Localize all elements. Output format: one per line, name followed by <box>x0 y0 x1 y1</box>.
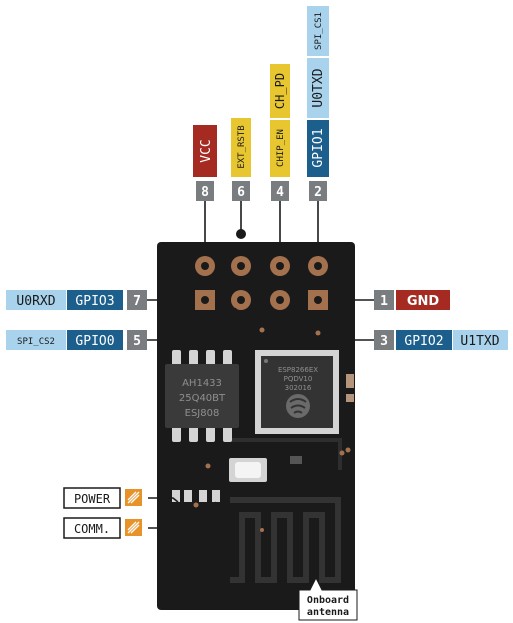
pin-5-label-gpio0: GPIO0 <box>75 334 114 349</box>
pin-2-label-u0txd: U0TXD <box>311 68 326 107</box>
pin-7-label-u0rxd: U0RXD <box>16 294 55 309</box>
flash-chip-line-1: AH1433 <box>182 378 222 389</box>
pin-4-label-ch-pd: CH_PD <box>273 73 287 109</box>
pin-number-1: 1 <box>380 294 388 309</box>
pin-number-5: 5 <box>133 334 141 349</box>
smd-capacitor-1 <box>346 374 354 388</box>
pin-7-label-gpio3: GPIO3 <box>75 294 114 309</box>
pin-5-label-spi-cs2: SPI_CS2 <box>17 337 55 347</box>
pin-4-label-chip-en: CHIP_EN <box>276 129 286 167</box>
pad-5 <box>231 290 251 310</box>
flash-chip-legs <box>172 350 232 442</box>
ext-rstb-dot <box>236 229 246 239</box>
flash-chip-line-2: 25Q40BT <box>179 393 226 404</box>
wifi-soc-chip: ESP8266EX PQDV10 302016 <box>255 350 339 434</box>
crystal <box>229 458 267 482</box>
vias <box>193 327 351 532</box>
pin-3-label-u1txd: U1TXD <box>460 334 499 349</box>
pad-1 <box>308 290 328 310</box>
pin-number-3: 3 <box>380 334 388 349</box>
pad-4 <box>270 256 290 276</box>
flash-chip-line-3: ESJ808 <box>185 408 220 419</box>
wifi-chip-line-2: PQDV10 <box>284 375 313 383</box>
smd-component <box>290 456 302 464</box>
pin-number-8: 8 <box>201 185 209 200</box>
antenna-trace <box>230 497 341 583</box>
leader-lines <box>147 201 374 529</box>
antenna-label-line-2: antenna <box>307 607 349 618</box>
pin-2-label-spi-cs1: SPI_CS1 <box>314 12 324 50</box>
power-led-label: POWER <box>74 492 111 506</box>
pin-3-label-gpio2: GPIO2 <box>404 334 443 349</box>
pin-number-6: 6 <box>237 185 245 200</box>
pin-2-label-gpio1: GPIO1 <box>311 128 326 167</box>
pad-8 <box>195 256 215 276</box>
pin-number-4: 4 <box>276 185 284 200</box>
flash-chip: AH1433 25Q40BT ESJ808 <box>165 350 239 442</box>
smd-capacitor-2 <box>346 394 354 402</box>
led-row <box>172 490 220 502</box>
pin-number-2: 2 <box>314 185 322 200</box>
pin-number-7: 7 <box>133 294 141 309</box>
antenna-callout-bubble <box>298 576 358 621</box>
wifi-chip-line-1: ESP8266EX <box>278 366 318 374</box>
wifi-chip-line-3: 302016 <box>285 384 312 392</box>
pad-7 <box>195 290 215 310</box>
pin-pads <box>195 256 328 310</box>
pad-2 <box>308 256 328 276</box>
pad-3 <box>270 290 290 310</box>
pin-6-label-ext-rstb: EXT_RSTB <box>237 125 247 168</box>
antenna-feed <box>230 438 342 470</box>
comm-led-label: COMM. <box>74 522 110 536</box>
antenna-label-line-1: Onboard <box>307 595 349 606</box>
pad-6 <box>231 256 251 276</box>
pin-8-label-vcc: VCC <box>199 139 214 162</box>
pin-1-label-gnd: GND <box>407 294 440 309</box>
